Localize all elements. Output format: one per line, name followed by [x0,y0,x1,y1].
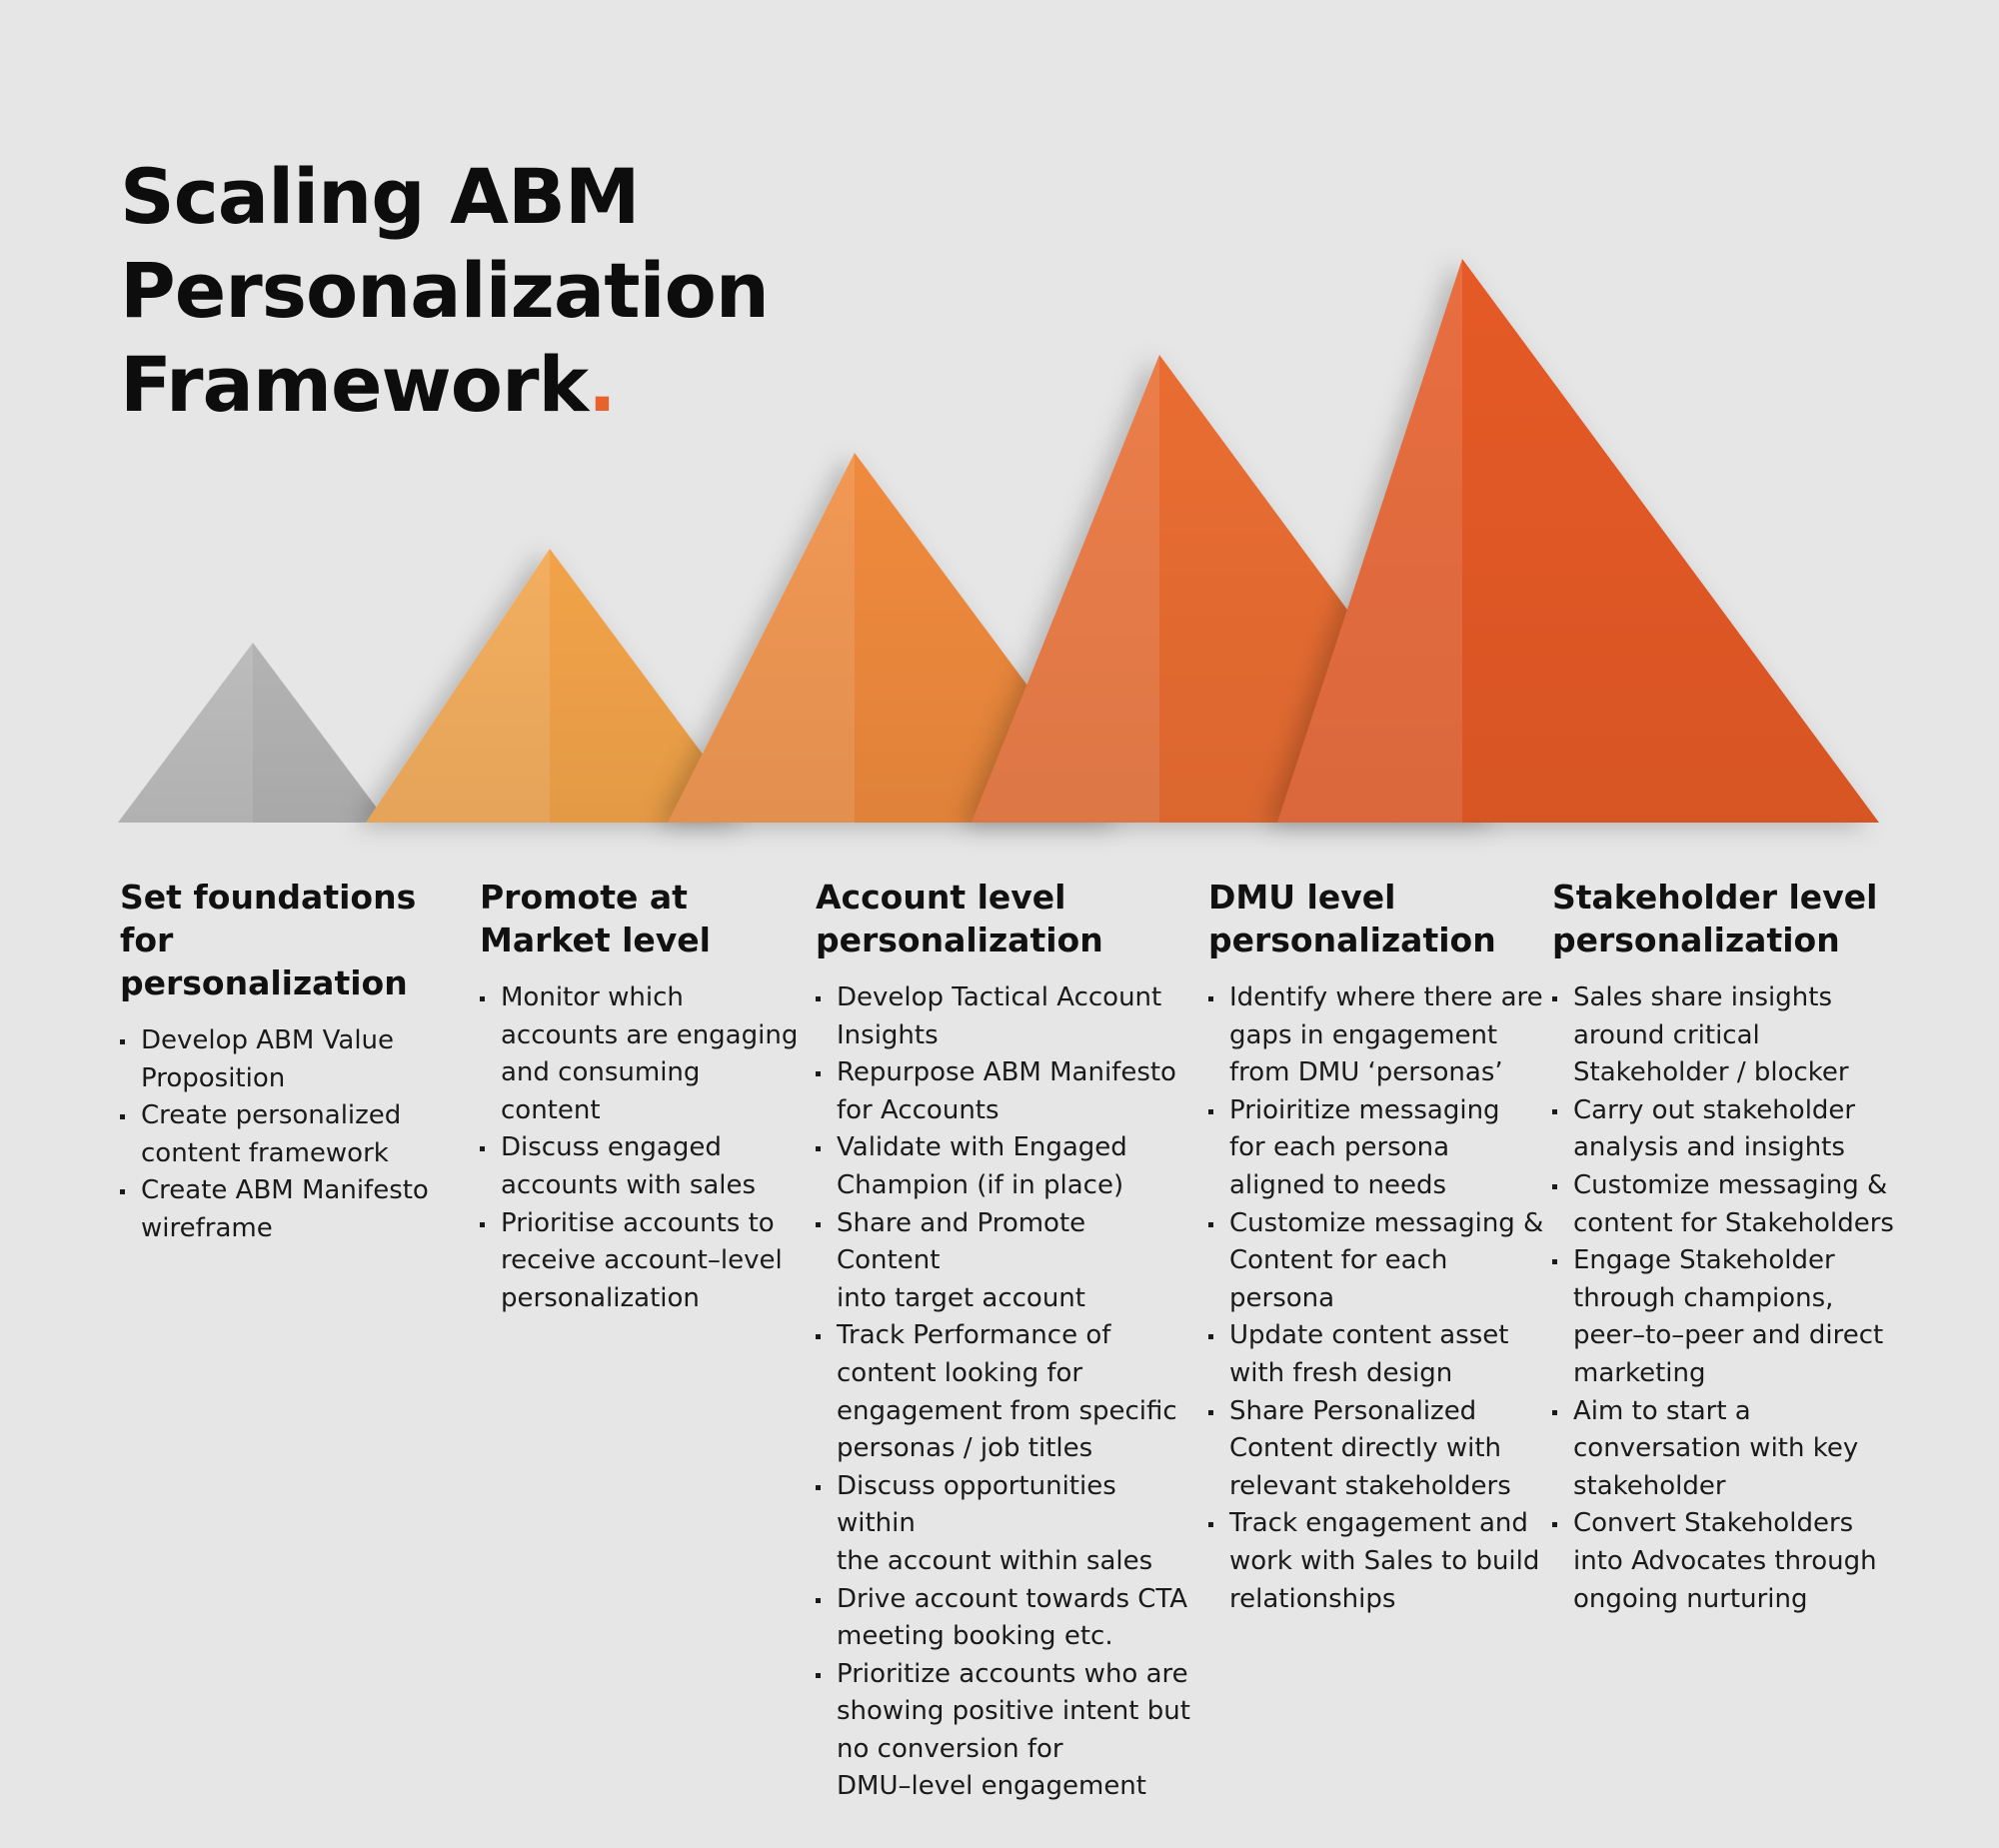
column-stakeholder-level: Stakeholder level personalization Sales … [1552,876,1952,1618]
column-heading: Set foundations for personalization [120,878,417,1002]
column-heading: Account level personalization [816,878,1103,959]
list-item: Drive account towards CTA meeting bookin… [816,1581,1195,1656]
bullet-list: Develop Tactical Account Insights Repurp… [816,979,1195,1806]
list-item: Identify where there are gaps in engagem… [1208,979,1548,1092]
list-item: Track engagement and work with Sales to … [1208,1505,1548,1618]
list-item: Validate with Engaged Champion (if in pl… [816,1129,1195,1204]
list-item: Prioritise accounts to receive account–l… [480,1205,800,1318]
peak-foundations-shade [118,643,388,823]
list-item: Engage Stakeholder through champions, pe… [1552,1242,1952,1392]
peak-market-level-shade [366,549,754,823]
list-item: Track Performance of content looking for… [816,1317,1195,1467]
list-item: Prioritize accounts who are showing posi… [816,1656,1195,1806]
list-item: Customize messaging & Content for each p… [1208,1205,1548,1318]
mountain-peaks-graphic [118,259,1879,823]
bullet-list: Identify where there are gaps in engagem… [1208,979,1548,1618]
column-account-level: Account level personalization Develop Ta… [816,876,1195,1806]
list-item: Prioiritize messaging for each persona a… [1208,1092,1548,1205]
column-heading: DMU level personalization [1208,878,1496,959]
column-foundations: Set foundations for personalization Deve… [120,876,440,1248]
page-title: Scaling ABM Personalization Framework. [120,150,770,432]
list-item: Create personalized content framework [120,1097,440,1172]
title-accent-dot: . [588,340,617,429]
list-item: Repurpose ABM Manifesto for Accounts [816,1054,1195,1129]
list-item: Create ABM Manifesto wireframe [120,1172,440,1247]
list-item: Discuss opportunities within the account… [816,1468,1195,1581]
list-item: Develop ABM Value Proposition [120,1022,440,1097]
list-item: Discuss engaged accounts with sales [480,1129,800,1204]
list-item: Aim to start a conversation with key sta… [1552,1393,1952,1506]
column-heading: Promote at Market level [480,878,711,959]
list-item: Share and Promote Content into target ac… [816,1205,1195,1318]
bullet-list: Sales share insights around critical Sta… [1552,979,1952,1618]
title-line-1: Scaling ABM [120,152,641,241]
list-item: Share Personalized Content directly with… [1208,1393,1548,1506]
list-item: Convert Stakeholders into Advocates thro… [1552,1505,1952,1618]
list-item: Develop Tactical Account Insights [816,979,1195,1054]
title-line-3-text: Framework [120,340,589,429]
list-item: Monitor which accounts are engaging and … [480,979,800,1129]
bullet-list: Develop ABM Value Proposition Create per… [120,1022,440,1248]
peak-stakeholder-level-shade [1277,259,1879,823]
bullet-list: Monitor which accounts are engaging and … [480,979,800,1317]
title-line-2: Personalization [120,246,770,335]
peak-stakeholder-level [1277,259,1879,823]
title-line-3: Framework. [120,338,769,432]
list-item: Customize messaging & content for Stakeh… [1552,1167,1952,1242]
column-heading: Stakeholder level personalization [1552,878,1878,959]
column-market-level: Promote at Market level Monitor which ac… [480,876,800,1317]
list-item: Update content asset with fresh design [1208,1317,1548,1392]
list-item: Carry out stakeholder analysis and insig… [1552,1092,1952,1167]
peak-market-level [366,549,754,823]
peak-foundations [118,643,388,823]
list-item: Sales share insights around critical Sta… [1552,979,1952,1092]
column-dmu-level: DMU level personalization Identify where… [1208,876,1548,1618]
